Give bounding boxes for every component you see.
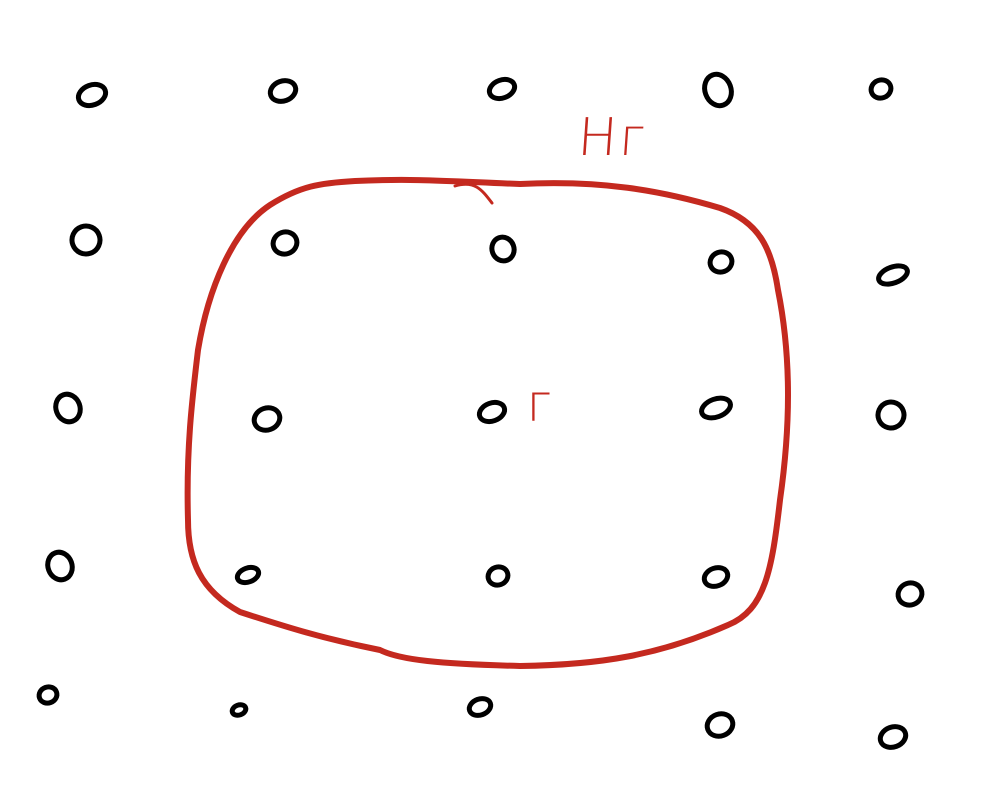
lattice-point-r1-c1	[75, 81, 109, 109]
lattice-point-r1-c4	[702, 71, 734, 109]
lattice-point-r4-c5	[895, 580, 925, 608]
lattice-point-r3-c3	[476, 399, 508, 425]
lattice-point-r2-c2	[270, 229, 300, 257]
lattice-point-r4-c3	[485, 564, 511, 588]
subgroup-label: Hг	[575, 108, 649, 168]
lattice-points	[36, 71, 925, 750]
lattice-point-r4-c1	[45, 549, 75, 583]
lattice-point-r3-c1	[53, 391, 83, 425]
lattice-point-r5-c5	[877, 724, 909, 750]
lattice-point-r3-c4	[699, 395, 733, 421]
region-boundary-tick	[453, 182, 494, 205]
lattice-point-r1-c2	[267, 78, 299, 104]
lattice-point-r2-c5	[876, 263, 910, 287]
lattice-point-r5-c1	[36, 684, 60, 706]
lattice-point-r5-c4	[704, 711, 736, 739]
lattice-point-label: г	[526, 374, 552, 434]
lattice-point-r1-c5	[868, 77, 894, 101]
lattice-point-r5-c3	[466, 696, 494, 718]
lattice-point-r4-c2	[234, 564, 262, 586]
lattice-point-r2-c4	[707, 249, 735, 275]
lattice-point-r4-c4	[701, 565, 731, 589]
lattice-point-r3-c5	[875, 399, 907, 431]
region-boundary	[184, 176, 791, 669]
lattice-point-r5-c2	[229, 702, 249, 718]
lattice-point-r1-c3	[486, 76, 518, 102]
lattice-point-r2-c3	[489, 234, 517, 264]
lattice-point-r2-c1	[69, 223, 103, 257]
lattice-point-r3-c2	[251, 405, 283, 433]
